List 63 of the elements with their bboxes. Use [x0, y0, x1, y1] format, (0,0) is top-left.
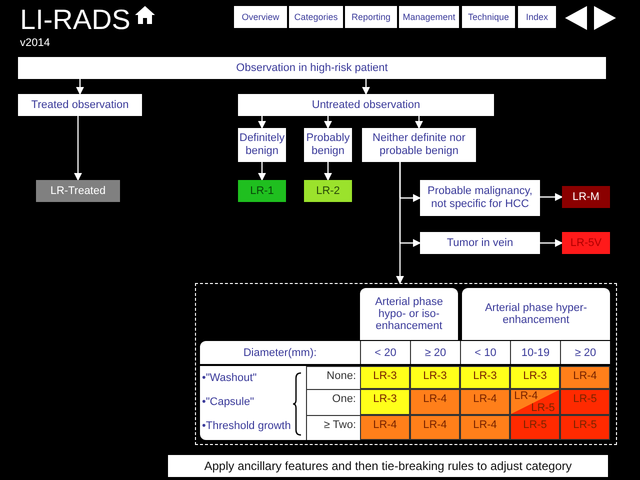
column-header: ≥ 20: [410, 341, 460, 364]
table-cell: LR-3: [510, 366, 560, 389]
table-cell: LR-5: [560, 389, 610, 415]
category-box: LR-1: [238, 180, 286, 202]
table-cell: LR-4: [410, 415, 460, 440]
table-cell: LR-3: [460, 366, 510, 389]
arrow: [74, 116, 82, 181]
process-box: Tumor in vein: [420, 232, 540, 254]
arrow: [540, 193, 563, 201]
column-header: Arterial phase hyper-enhancement: [462, 288, 610, 340]
column-header: < 10: [460, 341, 510, 364]
row-label: ≥ Two:: [306, 415, 360, 440]
arrow: [415, 116, 423, 129]
table-cell: LR-5: [560, 415, 610, 440]
cell-text: LR-4: [513, 390, 539, 402]
category-box: LR-2: [304, 180, 352, 202]
process-box: Observation in high-risk patient: [18, 57, 606, 79]
table-cell: LR-3: [410, 366, 460, 389]
nav-button: Management: [399, 6, 459, 28]
arrow: [540, 239, 563, 247]
process-box: Treated observation: [18, 94, 142, 116]
arrow: [258, 162, 266, 181]
bullet-item: •Threshold growth: [202, 419, 292, 434]
column-header: 10-19: [510, 341, 560, 364]
row-label: One:: [306, 389, 360, 415]
arrow: [396, 162, 404, 284]
process-box: Untreated observation: [238, 94, 494, 116]
process-box: Neither definite nor probable benign: [362, 128, 476, 162]
process-box: Probable malignancy, not specific for HCC: [420, 180, 540, 216]
process-box: Probably benign: [304, 128, 352, 162]
category-box: LR-5V: [562, 232, 610, 254]
row-label: None:: [306, 366, 360, 389]
nav-button: Categories: [289, 6, 343, 28]
table-cell: LR-5: [510, 415, 560, 440]
arrow: [258, 116, 266, 129]
column-header: ≥ 20: [560, 341, 610, 364]
table-cell: LR-3: [360, 389, 410, 415]
arrow: [324, 116, 332, 129]
category-box: LR-Treated: [36, 180, 120, 202]
version-text: v2014: [20, 37, 51, 49]
table-cell: LR-4: [460, 415, 510, 440]
arrow: [324, 162, 332, 181]
nav-button: Overview: [234, 6, 287, 28]
table-cell: LR-4: [410, 389, 460, 415]
nav-button: Reporting: [345, 6, 397, 28]
category-box: LR-M: [562, 186, 610, 208]
table-cell: LR-4: [560, 366, 610, 389]
table-cell: LR-3: [360, 366, 410, 389]
arrow: [362, 79, 370, 95]
column-header: < 20: [360, 341, 410, 364]
instruction-text: Apply ancillary features and then tie-breaking rules to adjust category: [168, 455, 608, 477]
nav-button: Index: [518, 6, 556, 28]
bullet-item: •"Washout": [202, 371, 258, 386]
table-cell: LR-4: [460, 389, 510, 415]
column-header: Arterial phase hypo- or iso-enhancement: [360, 288, 458, 340]
process-box: Definitely benign: [238, 128, 286, 162]
bullet-item: •"Capsule": [202, 395, 256, 410]
table-cell: LR-4: [360, 415, 410, 440]
nav-button: Technique: [462, 6, 515, 28]
arrow: [76, 79, 84, 95]
row-header: Diameter(mm):: [200, 341, 360, 364]
cell-text: LR-5: [530, 402, 556, 414]
title: LI-RADS: [20, 4, 130, 37]
